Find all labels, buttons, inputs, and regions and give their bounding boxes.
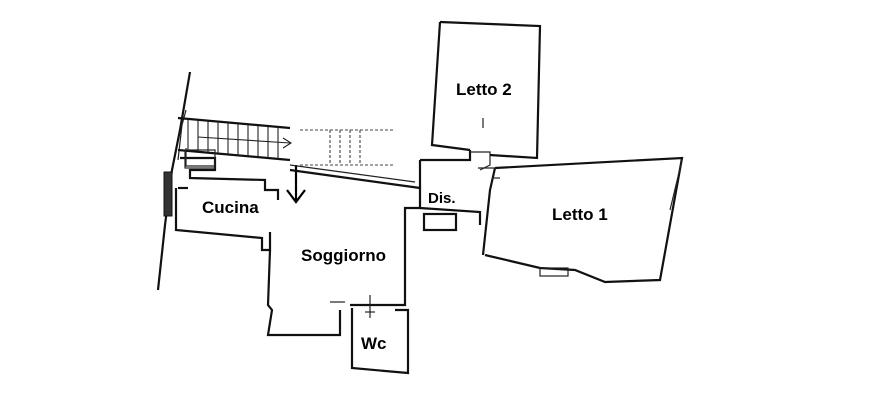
window — [539, 267, 569, 277]
stair-arrow-right-icon — [282, 137, 293, 149]
room-label-soggiorno: Soggiorno — [301, 246, 386, 265]
room-label-dis: Dis. — [428, 190, 456, 207]
room-cucina-walls — [174, 148, 280, 252]
closet — [422, 212, 458, 232]
room-label-cucina: Cucina — [202, 198, 259, 217]
exterior-lines — [156, 71, 192, 291]
room-letto2-walls — [430, 20, 542, 160]
room-label-letto1: Letto 1 — [552, 205, 608, 224]
wall-segment-filled — [163, 171, 173, 217]
staircase — [177, 116, 395, 166]
room-soggiorno-walls — [266, 164, 422, 337]
kitchen-counter — [184, 149, 216, 169]
room-letto1-walls — [478, 156, 684, 284]
room-label-letto2: Letto 2 — [456, 80, 512, 99]
room-wc-walls — [350, 308, 410, 375]
room-label-wc: Wc — [361, 334, 387, 353]
